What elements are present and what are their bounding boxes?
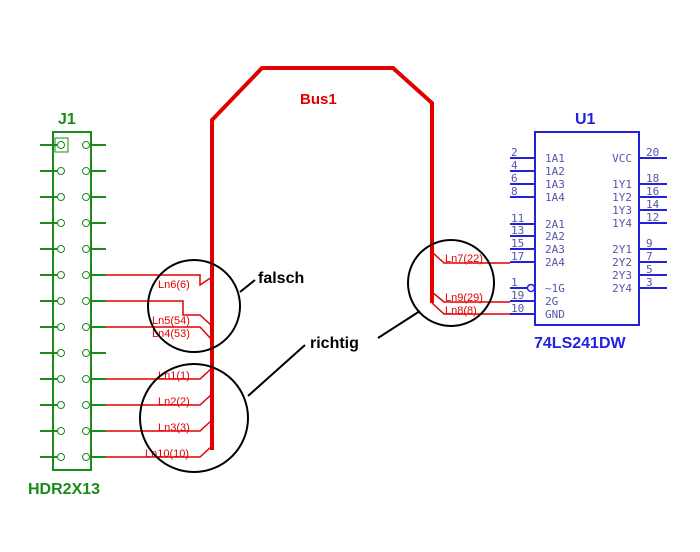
pin-pad: [57, 427, 65, 435]
pin-number: 15: [511, 237, 524, 250]
pin-pad: [57, 193, 65, 201]
pin-number: 3: [646, 276, 653, 289]
pin-pad: [82, 349, 90, 357]
u1-pins: 2 1A1 4 1A2 6 1A3 8 1A4 11 2A1 13 2A2 15 2A3 17 2A4 1 ~1G…: [510, 146, 667, 321]
pin-pad: [82, 219, 90, 227]
pin-number: 7: [646, 250, 653, 263]
pin-number: 16: [646, 185, 659, 198]
pin-pad: [57, 349, 65, 357]
pin-pad: [82, 427, 90, 435]
wire-label: Ln1(1): [158, 370, 190, 382]
pin-pad: [82, 167, 90, 175]
j1-ref: J1: [58, 111, 76, 128]
pin-pad: [82, 193, 90, 201]
pin-name: 1Y1: [612, 178, 632, 191]
wire-label: Ln7(22): [445, 253, 483, 265]
wire-label: Ln4(53): [152, 328, 190, 340]
pin-name: GND: [545, 308, 565, 321]
pin-pad: [57, 271, 65, 279]
pin-name: 1A4: [545, 191, 565, 204]
wire-label: Ln9(29): [445, 292, 483, 304]
pin-name: 2Y1: [612, 243, 632, 256]
wire-label: Ln3(3): [158, 422, 190, 434]
j1-connector[interactable]: J1 HDR2X13: [28, 111, 106, 498]
falsch-label: falsch: [258, 270, 304, 287]
pin-pad: [82, 375, 90, 383]
pin-name: 1Y3: [612, 204, 632, 217]
pin-name: 2Y2: [612, 256, 632, 269]
pin-name: 1A2: [545, 165, 565, 178]
pin-name: 2A4: [545, 256, 565, 269]
pin-number: 14: [646, 198, 660, 211]
wire-label: Ln2(2): [158, 396, 190, 408]
pin-pad: [57, 401, 65, 409]
pin-pad: [57, 245, 65, 253]
pin-pad: [82, 401, 90, 409]
pin-name: 1Y2: [612, 191, 632, 204]
pin-number: 8: [511, 185, 518, 198]
j1-pins: [40, 141, 106, 461]
pin-pad: [82, 245, 90, 253]
pin-name: 2G: [545, 295, 558, 308]
pin-number: 12: [646, 211, 659, 224]
inversion-bubble-icon: [526, 283, 536, 293]
pin-pad: [57, 167, 65, 175]
pin-number: 5: [646, 263, 653, 276]
j1-value: HDR2X13: [28, 481, 100, 498]
pin-pad: [57, 297, 65, 305]
pin-name: 2A2: [545, 230, 565, 243]
pin-name: 2Y3: [612, 269, 632, 282]
pin-pad: [82, 323, 90, 331]
wire-label: Ln10(10): [145, 448, 189, 460]
annotation-circles: [139, 239, 495, 473]
pin-number: 18: [646, 172, 659, 185]
u1-ref: U1: [575, 111, 596, 128]
pin-name: 1A3: [545, 178, 565, 191]
pin-number: 17: [511, 250, 524, 263]
pin-pad: [57, 219, 65, 227]
u1-value: 74LS241DW: [534, 335, 626, 352]
pin-pad: [82, 271, 90, 279]
wire-label: Ln8(8): [445, 305, 477, 317]
wire-label: Ln6(6): [158, 279, 190, 291]
u1-body: [534, 131, 640, 326]
pin-pad: [57, 323, 65, 331]
pin-pad: [57, 375, 65, 383]
pin-number: 10: [511, 302, 524, 315]
pin-number: 19: [511, 289, 524, 302]
bus1-label: Bus1: [300, 91, 337, 108]
pin-pad: [57, 141, 65, 149]
wrong-circle: [147, 259, 241, 353]
pin-pad: [57, 453, 65, 461]
pin-number: 2: [511, 146, 518, 159]
pin-number: 6: [511, 172, 518, 185]
right-wires: [431, 251, 510, 315]
right-circle-left: [139, 363, 249, 473]
pin-name: VCC: [612, 152, 632, 165]
wire-label: Ln5(54): [152, 315, 190, 327]
pin-number: 4: [511, 159, 518, 172]
left-wires: [106, 274, 213, 458]
richtig-label: richtig: [310, 335, 359, 352]
pin-name: ~1G: [545, 282, 565, 295]
pin-number: 11: [511, 212, 524, 225]
pin-name: 2A3: [545, 243, 565, 256]
pin-name: 2A1: [545, 218, 565, 231]
pin-number: 13: [511, 224, 524, 237]
pin-number: 20: [646, 146, 659, 159]
pin-name: 2Y4: [612, 282, 632, 295]
pin-pad: [82, 141, 90, 149]
pin-pad: [82, 453, 90, 461]
bus1-line[interactable]: [210, 66, 434, 450]
pin-name: 1A1: [545, 152, 565, 165]
right-circle-right: [407, 239, 495, 327]
pin-pad: [82, 297, 90, 305]
pin-number: 1: [511, 276, 518, 289]
pin-number: 9: [646, 237, 653, 250]
pin-name: 1Y4: [612, 217, 632, 230]
